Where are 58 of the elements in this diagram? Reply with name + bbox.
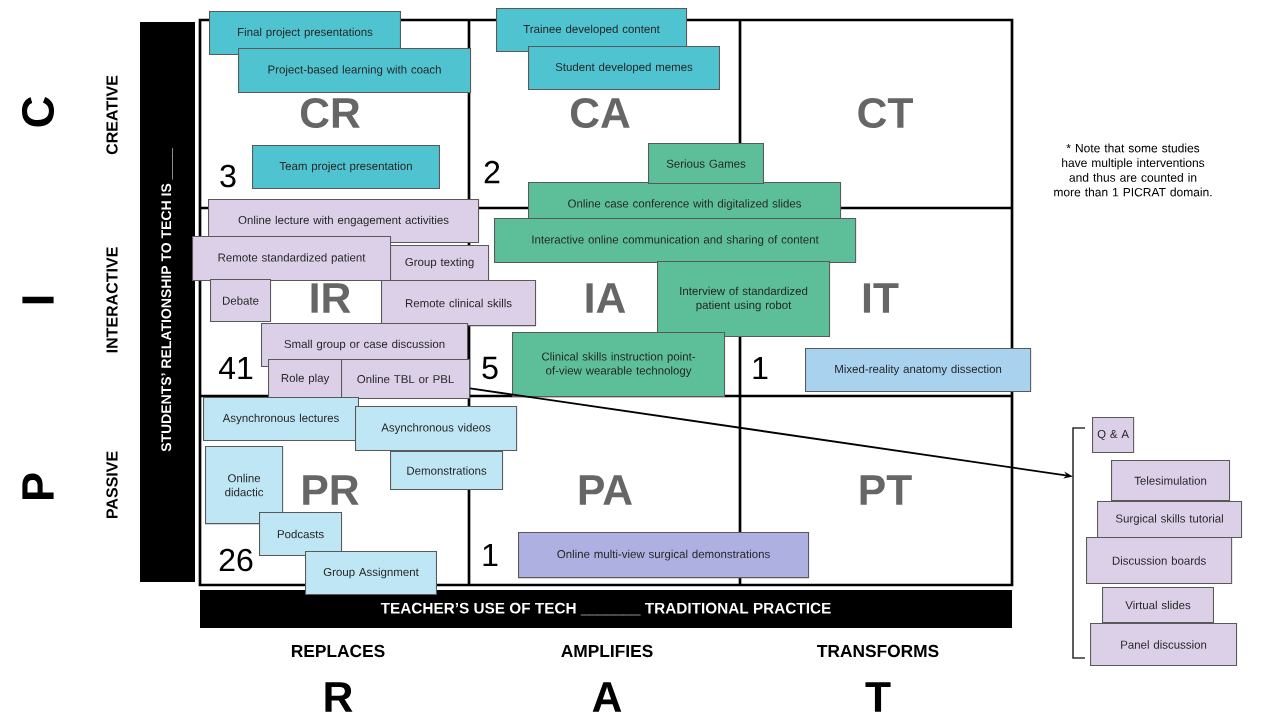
activity-box: Q & A <box>1092 417 1135 453</box>
activity-box: Clinical skills instruction point-of-view wearable technology <box>512 332 726 398</box>
activity-box: Asynchronous lectures <box>203 397 359 441</box>
axis-letter: T <box>865 682 891 712</box>
activity-box: Interactive online communication and sharing of content <box>494 218 857 264</box>
activity-box: Student developed memes <box>528 46 720 90</box>
axis-letter: R <box>325 682 353 712</box>
count-number: 41 <box>218 357 253 379</box>
activity-box: Serious Games <box>648 143 764 185</box>
count-number: 1 <box>753 357 768 379</box>
axis-label: CREATIVE <box>106 75 118 155</box>
cell-code: PR <box>303 475 359 505</box>
cell-code: PT <box>860 475 912 505</box>
activity-box: Online lecture with engagement activities <box>208 199 480 243</box>
count-number: 3 <box>220 164 236 188</box>
activity-box: Interview of standardized patient using robot <box>657 261 831 337</box>
cell-code: IR <box>311 283 351 313</box>
axis-letter: I <box>22 296 54 304</box>
cell-code: CA <box>570 97 630 129</box>
activity-box: Online didactic <box>205 446 284 525</box>
cell-code: PA <box>579 475 632 505</box>
column-label: AMPLIFIES <box>561 644 653 658</box>
cell-code: CT <box>858 97 913 129</box>
activity-box: Podcasts <box>259 512 343 556</box>
cell-code: IA <box>586 283 626 313</box>
cell-code: IT <box>863 283 899 313</box>
axis-bar: TEACHER’S USE OF TECH _______ TRADITIONAL PRACTICE <box>200 590 1012 628</box>
activity-box: Asynchronous videos <box>355 406 518 452</box>
axis-letter: A <box>592 682 622 712</box>
axis-bar: STUDENTS’ RELATIONSHIP TO TECH IS ____ <box>140 22 195 582</box>
column-label: TRANSFORMS <box>817 644 939 658</box>
activity-box: Group texting <box>390 245 490 281</box>
activity-box: Group Assignment <box>305 551 437 595</box>
activity-box: Online multi-view surgical demonstrations <box>518 532 810 579</box>
count-number: 5 <box>482 356 498 380</box>
activity-box: Virtual slides <box>1102 587 1214 623</box>
axis-letter: C <box>21 96 55 127</box>
axis-label: INTERACTIVE <box>106 247 118 353</box>
count-number: 1 <box>483 544 498 566</box>
count-number: 26 <box>219 548 253 572</box>
activity-box: Mixed-reality anatomy dissection <box>805 348 1032 392</box>
note-text: * Note that some studies have multiple interventions and thus are counted in more than 1 PICRAT domain. <box>1054 143 1212 197</box>
activity-box: Demonstrations <box>390 451 504 491</box>
activity-box: Panel discussion <box>1090 623 1238 667</box>
activity-box: Project-based learning with coach <box>238 48 472 94</box>
count-number: 2 <box>484 160 500 184</box>
activity-box: Debate <box>210 279 272 323</box>
activity-box: Team project presentation <box>252 145 440 189</box>
activity-box: Discussion boards <box>1086 537 1233 585</box>
axis-label: PASSIVE <box>106 451 118 519</box>
activity-box: Surgical skills tutorial <box>1097 501 1243 539</box>
bracket <box>1072 427 1086 659</box>
activity-box: Telesimulation <box>1111 460 1231 502</box>
activity-box: Role play <box>268 359 343 399</box>
cell-code: CR <box>300 97 360 129</box>
activity-box: Online TBL or PBL <box>341 359 471 399</box>
column-label: REPLACES <box>291 644 385 658</box>
axis-letter: P <box>22 473 54 500</box>
